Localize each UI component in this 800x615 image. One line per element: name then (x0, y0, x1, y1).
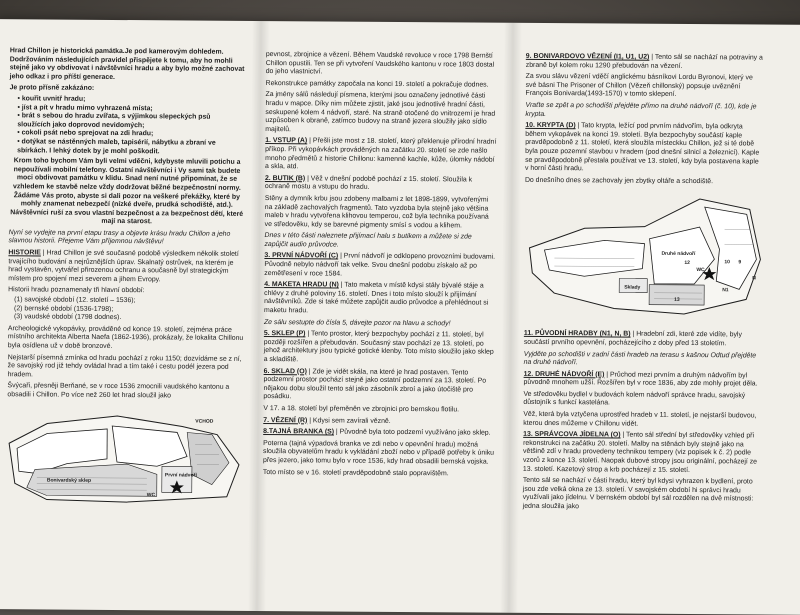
section-12: 12. DRUHÉ NÁDVOŘÍ (E) | Průchod mezi prv… (524, 371, 762, 390)
section-6b: V 17. a 18. století byl přeměněn ve zbro… (263, 405, 495, 415)
map-label-courtyard: První nádvoří (165, 472, 198, 478)
section-1: 1. VSTUP (A) | Přešli jste most z 18. st… (265, 137, 497, 173)
periods-title: Historii hradu poznamenaly tři hlavní ob… (8, 287, 144, 295)
section-10-heading: 10. KRYPTA (D) (525, 122, 575, 129)
history-paragraph: HISTORIE | Hrad Chillon je své současné … (8, 249, 244, 285)
map-label-n1: N1 (722, 288, 729, 294)
section-10-text: Tato krypta, ležící pod prvním nádvořím,… (525, 122, 759, 172)
section-1-heading: 1. VSTUP (A) (265, 137, 307, 144)
section-9-heading: 9. BONIVARDOVO VĚZENÍ (I1, U1, U2) (526, 53, 650, 61)
intro-text: Hrad Chillon je historická památka.Je po… (10, 47, 246, 83)
section-8-heading: 8.TAJNÁ BRANKA (S) (263, 428, 334, 435)
section-9c: Vraťte se zpět a po schodišti přejděte p… (525, 102, 763, 121)
section-4b: Ze sálu sestupte do čísla 5, dávejte poz… (264, 319, 496, 329)
section-11b: Vyjděte po schodišti v zadní části hrade… (524, 350, 762, 369)
forbidden-title: Je proto přísně zakázáno: (10, 85, 246, 95)
section-10b: Do dnešního dnes se zachovaly jen zbytky… (525, 177, 763, 187)
map-label-10: 10 (724, 260, 730, 266)
section-12b: Ve středověku bydlel v budovách kolem ná… (523, 391, 761, 410)
section-7: 7. VĚZENÍ (R) | Kdysi sem zavírali vězně… (263, 417, 495, 427)
history-heading: HISTORIE (8, 249, 40, 256)
map-label-n: N (752, 276, 756, 282)
castle-map-left: VCHOD Bonivardský sklep První nádvoří WC (7, 403, 244, 505)
history-text: Hrad Chillon je své současné podobě výsl… (8, 250, 239, 284)
section-10: 10. KRYPTA (D) | Tato krypta, ležící pod… (525, 122, 763, 175)
oldest-text: Nejstarší písemná zmínka od hradu pocház… (8, 354, 244, 381)
section-2: 2. BUTIK (B) | Věž v dnešní podobě pochá… (265, 175, 497, 194)
castle-map-right: Druhé nádvoří WC Sklady 12 13 10 9 N1 N (524, 188, 763, 330)
right-column: 9. BONIVARDOVO VĚZENÍ (I1, U1, U2) | Ten… (523, 53, 764, 516)
section-13-heading: 13. SPRÁVCOVA JÍDELNA (O) (523, 431, 620, 439)
periods-block: Historii hradu poznamenaly tři hlavní ob… (8, 287, 244, 297)
section-5-heading: 5. SKLEP (P) (264, 330, 306, 337)
section-6-heading: 6. SKLAD (O) (264, 368, 307, 375)
section-12c: Věž, která byla vztyčena uprostřed hrade… (523, 411, 761, 430)
warning-text: Krom toho bychom Vám byli velmi vděčni, … (9, 157, 245, 227)
brochure-sheet: Hrad Chillon je historická památka.Je po… (0, 19, 800, 615)
section-11-heading: 11. PŮVODNÍ HRADBY (N1, N, B) (524, 330, 631, 338)
section-13: 13. SPRÁVCOVA JÍDELNA (O) | Tento sál st… (523, 431, 761, 476)
section-3-heading: 3. PRVNÍ NÁDVOŘÍ (C) (264, 252, 338, 260)
section-2c: Dnes v této části naleznete přijímací ha… (264, 232, 496, 251)
section-5: 5. SKLEP (P) | Tento prostor, který bezp… (264, 330, 496, 366)
section-2b: Stěny a dymník krbu jsou zdobeny malbami… (265, 195, 497, 231)
section-11: 11. PŮVODNÍ HRADBY (N1, N, B) | Hradební… (524, 330, 762, 349)
section-4: 4. MAKETA HRADU (N) | Tato maketa v míst… (264, 281, 496, 317)
section-6: 6. SKLAD (O) | Zde je vidět skála, na kt… (263, 368, 495, 404)
fold-line (500, 23, 522, 613)
section-8-text: Původně byla toto podzemí využíváno jako… (340, 429, 491, 437)
section-13b: Tento sál se nachází v části hradu, kter… (523, 477, 761, 513)
section-8: 8.TAJNÁ BRANKA (S) | Původně byla toto p… (263, 428, 495, 438)
rules-list: kouřit uvnitř hradu; jíst a pít v hradu … (9, 95, 245, 157)
map-label-9: 9 (738, 260, 741, 266)
map-label-cellar: Bonivardský sklep (47, 477, 91, 483)
section-8b: Poterna (tajná výpadová branka ve zdi ne… (263, 440, 495, 467)
archeo-text: Archeologické vykopávky, prováděné od ko… (8, 325, 244, 352)
rule-item: brát s sebou do hradu zvířata, s výjimko… (17, 112, 245, 131)
swiss-text: Švýcaři, přesněji Berňané, se v roce 153… (7, 383, 243, 402)
map-label-storage: Sklady (624, 285, 640, 291)
section-12-heading: 12. DRUHÉ NÁDVOŘÍ (E) (524, 371, 605, 379)
map-label-12: 12 (684, 260, 690, 266)
section-7-heading: 7. VĚZENÍ (R) (263, 417, 307, 424)
section-9: 9. BONIVARDOVO VĚZENÍ (I1, U1, U2) | Ten… (526, 53, 764, 72)
map-label-wc: WC (147, 492, 156, 498)
period-item: (3) vaudské období (1798 dodnes). (14, 313, 244, 323)
section-2-heading: 2. BUTIK (B) (265, 175, 305, 182)
section-4-heading: 4. MAKETA HRADU (N) (264, 281, 339, 289)
middle-p2: Rekonstrukce památky započala na konci 1… (266, 80, 498, 90)
section-9b: Za svou slávu vězení vděčí anglickému bá… (526, 73, 764, 100)
middle-column: pevnost, zbrojnice a vězení. Během Vauds… (263, 51, 498, 482)
map-label-13: 13 (674, 297, 680, 303)
invite-text: Nyní se vydejte na první etapu trasy a o… (8, 229, 244, 248)
castle-plan-svg: Druhé nádvoří WC Sklady 12 13 10 9 N1 N (524, 188, 763, 330)
section-8c: Toto místo se v 16. století pravděpodobn… (263, 469, 495, 479)
middle-p3: Za jmény sálů následují písmena, kterými… (265, 91, 497, 136)
middle-p1: pevnost, zbrojnice a vězení. Během Vauds… (266, 51, 498, 78)
section-3: 3. PRVNÍ NÁDVOŘÍ (C) | První nádvoří je … (264, 252, 496, 279)
map-label-second-courtyard: Druhé nádvoří (661, 251, 696, 257)
rule-item: dotýkat se nástěnných maleb, tapisérií, … (17, 138, 245, 157)
castle-plan-svg: VCHOD Bonivardský sklep První nádvoří WC (7, 403, 244, 505)
map-label-entrance: VCHOD (195, 418, 213, 424)
section-7-text: Kdysi sem zavírali vězně. (313, 417, 391, 425)
left-column: Hrad Chillon je historická památka.Je po… (7, 47, 246, 506)
